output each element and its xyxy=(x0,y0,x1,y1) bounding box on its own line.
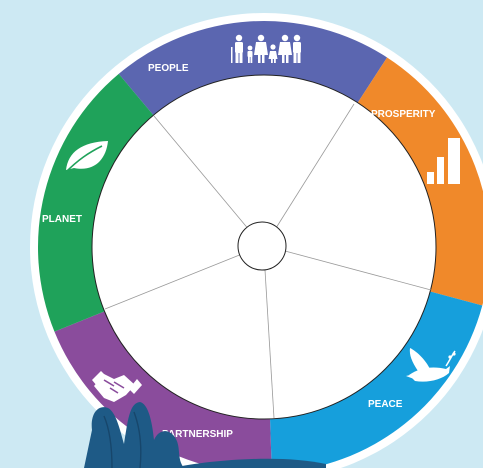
label-planet: PLANET xyxy=(42,214,82,225)
spoke-people-prosperity xyxy=(275,103,355,229)
segment-prosperity xyxy=(357,57,483,306)
wheel-center-circle xyxy=(237,221,287,271)
dove-icon xyxy=(406,348,456,382)
label-people: PEOPLE xyxy=(148,63,189,74)
label-peace: PEACE xyxy=(368,399,403,410)
label-prosperity: PROSPERITY xyxy=(371,109,436,120)
spoke-people-planet xyxy=(153,115,251,232)
spoke-partnership-planet xyxy=(104,253,243,310)
segment-peace xyxy=(270,291,483,468)
spoke-peace-partnership xyxy=(264,269,275,419)
segment-planet xyxy=(37,73,154,332)
handshake-icon xyxy=(92,371,142,402)
family-icon xyxy=(231,34,301,63)
spoke-prosperity-peace xyxy=(284,250,432,291)
hand-icon xyxy=(84,402,326,468)
label-partnership: PARTNERSHIP xyxy=(162,429,233,440)
segment-people xyxy=(118,20,388,116)
leaf-icon xyxy=(65,141,108,173)
wheel-spokes xyxy=(104,103,432,419)
wheel-segments xyxy=(37,20,483,468)
segment-partnership xyxy=(54,311,272,468)
bar-chart-icon xyxy=(427,138,460,184)
